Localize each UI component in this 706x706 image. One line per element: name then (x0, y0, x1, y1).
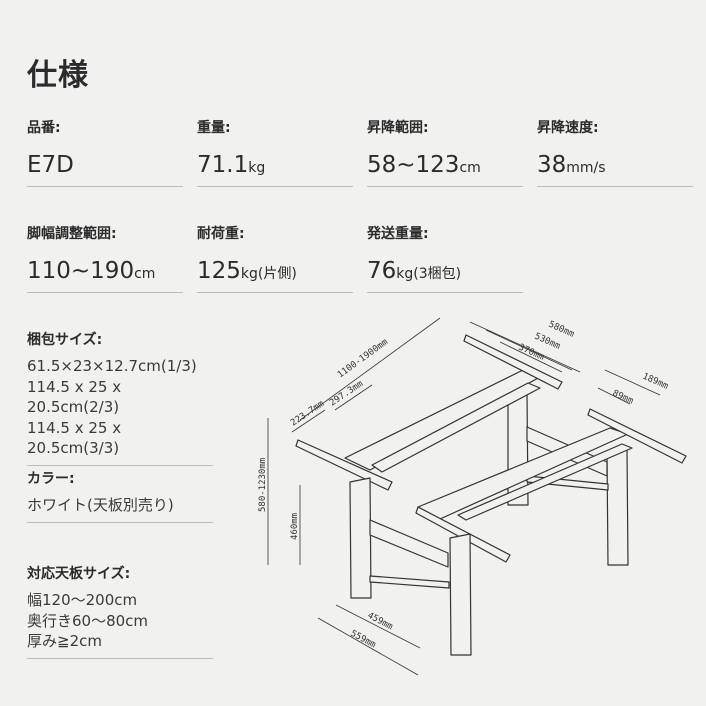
spec-label: 重量: (197, 120, 231, 136)
dim-line-width (299, 317, 441, 421)
spec-model: 品番: E7D (27, 118, 183, 187)
dim-line-2237 (291, 409, 326, 433)
divider (27, 464, 213, 466)
arm-right-back (587, 408, 687, 464)
spec-unit: kg(片側) (240, 266, 297, 282)
arm-left-back (463, 334, 563, 390)
package-line: 61.5×23×12.7cm(1/3) (27, 357, 197, 375)
spec-unit: cm (459, 160, 481, 176)
dim-line-2973 (334, 384, 373, 411)
divider (27, 657, 213, 659)
spec-label: 発送重量: (367, 226, 429, 242)
spec-value: E7D (27, 152, 74, 178)
dim-line-580 (469, 321, 581, 373)
dim-label: 89mm (611, 389, 635, 407)
color-line: ホワイト(天板別売り) (27, 496, 174, 514)
spec-label: 昇降範囲: (367, 120, 429, 136)
dim-line-530 (485, 329, 573, 371)
spec-label: 昇降速度: (537, 120, 599, 136)
spec-lift-speed: 昇降速度: 38mm/s (537, 118, 693, 187)
tabletop-line: 厚み≧2cm (27, 632, 102, 650)
spec-value: 38 (537, 152, 567, 178)
divider (537, 186, 693, 187)
dim-label: 189mm (641, 372, 670, 392)
spec-label: 脚幅調整範囲: (27, 226, 117, 242)
arm-left-front (295, 439, 393, 491)
foot-front (369, 575, 450, 589)
page-title: 仕様 (27, 58, 89, 93)
spec-height-range: 昇降範囲: 58~123cm (367, 118, 523, 187)
leg-front-left (349, 477, 372, 599)
frame-right-beam (457, 443, 633, 521)
spec-unit: kg (248, 160, 266, 176)
dim-label: 580-1230mm (258, 458, 268, 512)
divider (27, 521, 213, 523)
dim-label: 530mm (533, 332, 562, 352)
dim-label: 223.7mm (289, 399, 326, 429)
dim-line-459 (335, 604, 421, 649)
tabletop-line: 幅120〜200cm (27, 591, 138, 609)
spec-value: 125 (197, 258, 241, 284)
package-size-label: 梱包サイズ: (27, 332, 103, 348)
tabletop-size-section: 対応天板サイズ: 幅120〜200cm 奥行き60〜80cm 厚み≧2cm (27, 564, 213, 659)
divider (27, 292, 183, 293)
spec-label: 耐荷重: (197, 226, 245, 242)
package-line: 114.5 x 25 x 20.5cm(2/3) (27, 377, 122, 417)
spec-load-capacity: 耐荷重: 125kg(片側) (197, 224, 353, 293)
spec-unit: kg(3梱包) (396, 266, 462, 282)
spec-label: 品番: (27, 120, 61, 136)
spec-unit: cm (134, 266, 156, 282)
package-line: 114.5 x 25 x 20.5cm(3/3) (27, 418, 122, 458)
divider (367, 186, 523, 187)
dim-label: 459mm (366, 611, 395, 633)
leg-rear-right (606, 449, 629, 566)
divider (197, 292, 353, 293)
dim-line-89 (597, 387, 631, 405)
spec-leg-width-range: 脚幅調整範囲: 110~190cm (27, 224, 183, 293)
tabletop-size-label: 対応天板サイズ: (27, 566, 131, 582)
arm-right-front (415, 506, 511, 563)
dim-label: 580mm (547, 320, 576, 340)
dim-label: 370mm (517, 343, 546, 363)
spec-value: 71.1 (197, 152, 249, 178)
spec-value: 58~123 (367, 152, 460, 178)
tabletop-line: 奥行き60〜80cm (27, 611, 149, 630)
color-label: カラー: (27, 471, 75, 487)
spec-weight: 重量: 71.1kg (197, 118, 353, 187)
dim-label: 559mm (349, 629, 378, 651)
spec-shipping-weight: 発送重量: 76kg(3梱包) (367, 224, 523, 293)
crossbar-front (369, 519, 449, 568)
spec-value: 110~190 (27, 258, 135, 284)
dim-line-370 (499, 341, 563, 373)
leg-front-right (449, 533, 472, 656)
frame-left-beam (371, 382, 541, 473)
divider (27, 186, 183, 187)
dim-label: 460mm (290, 513, 300, 540)
dim-line-189 (604, 369, 661, 396)
dim-line-559 (317, 617, 419, 676)
divider (367, 292, 523, 293)
package-size-section: 梱包サイズ: 61.5×23×12.7cm(1/3) 114.5 x 25 x … (27, 330, 213, 466)
divider (197, 186, 353, 187)
spec-value: 76 (367, 258, 397, 284)
color-section: カラー: ホワイト(天板別売り) (27, 469, 213, 523)
spec-unit: mm/s (566, 160, 606, 176)
